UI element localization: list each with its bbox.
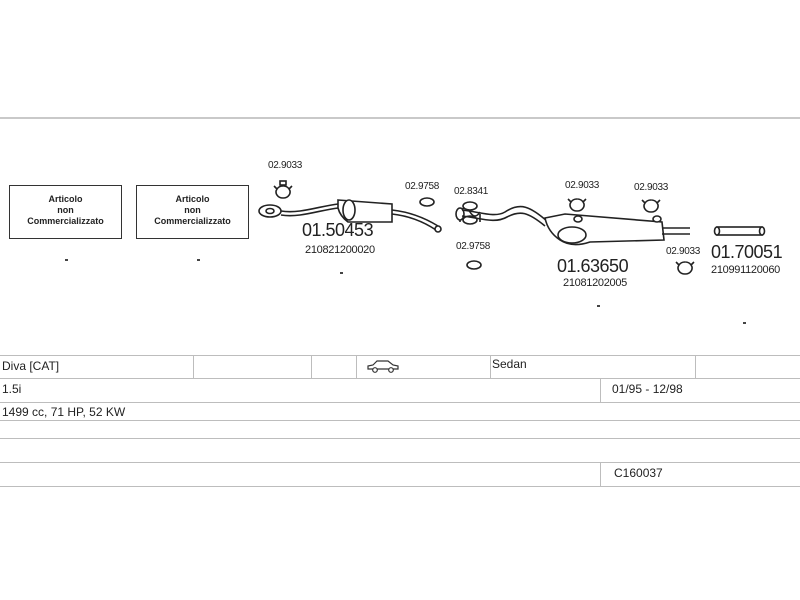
part-label-clamp-2: 02.8341 — [454, 186, 489, 197]
table-divider — [311, 355, 312, 378]
clamp-shape — [643, 199, 659, 213]
table-border — [0, 486, 800, 487]
gasket-shape — [419, 197, 435, 207]
mid-pipe — [391, 209, 439, 227]
oe-code-tailpipe: 210991120060 — [711, 264, 780, 276]
clamp-shape — [275, 185, 291, 199]
table-border — [0, 420, 800, 421]
vehicle-engine: 1.5i — [2, 382, 22, 396]
vehicle-years: 01/95 - 12/98 — [612, 382, 683, 396]
part-number-front-pipe: 01.50453 — [302, 220, 374, 240]
table-border — [0, 462, 800, 463]
marker-dot — [197, 259, 200, 261]
oe-code-rear-muffler: 21081202005 — [563, 277, 627, 289]
vehicle-body-type: Sedan — [492, 357, 527, 371]
table-border — [0, 402, 800, 403]
not-available-line1: Articolo — [48, 194, 83, 204]
table-divider — [600, 378, 601, 402]
gasket-shape — [466, 260, 482, 270]
kit-code: C160037 — [614, 466, 663, 480]
table-divider — [356, 355, 357, 378]
part-number-tailpipe: 01.70051 — [711, 242, 783, 262]
part-label-gasket-1: 02.9758 — [405, 181, 440, 192]
marker-dot — [65, 259, 68, 261]
vehicle-model: Diva [CAT] — [2, 359, 60, 373]
part-label-clamp-5: 02.9033 — [666, 246, 701, 257]
vehicle-specs: 1499 cc, 71 HP, 52 KW — [2, 405, 126, 419]
part-label-gasket-2: 02.9758 — [456, 241, 491, 252]
car-icon — [367, 360, 399, 373]
oe-code-front-pipe: 210821200020 — [305, 244, 375, 256]
marker-dot — [743, 322, 746, 324]
not-available-line2: non — [57, 205, 74, 215]
marker-dot — [340, 272, 343, 274]
not-available-line2: non — [184, 205, 201, 215]
table-border — [0, 378, 800, 379]
part-label-clamp-3: 02.9033 — [565, 180, 600, 191]
table-divider — [490, 355, 491, 378]
not-available-line3: Commercializzato — [154, 216, 231, 226]
top-divider — [0, 117, 800, 119]
not-available-box-1: Articolo non Commercializzato — [9, 185, 122, 239]
table-divider — [600, 462, 601, 486]
table-divider — [695, 355, 696, 378]
not-available-line3: Commercializzato — [27, 216, 104, 226]
part-number-rear-muffler: 01.63650 — [557, 256, 629, 276]
marker-dot — [597, 305, 600, 307]
rear-pipe — [461, 205, 549, 223]
not-available-box-2: Articolo non Commercializzato — [136, 185, 249, 239]
clamp-shape — [569, 198, 585, 212]
table-border — [0, 355, 800, 356]
not-available-line1: Articolo — [175, 194, 210, 204]
table-border — [0, 438, 800, 439]
tailpipe — [716, 226, 763, 236]
clamp-shape — [677, 261, 693, 275]
exhaust-diagram — [258, 180, 766, 324]
part-label-clamp-1: 02.9033 — [268, 160, 303, 171]
front-pipe — [280, 203, 339, 213]
part-label-clamp-4: 02.9033 — [634, 182, 669, 193]
table-divider — [193, 355, 194, 378]
